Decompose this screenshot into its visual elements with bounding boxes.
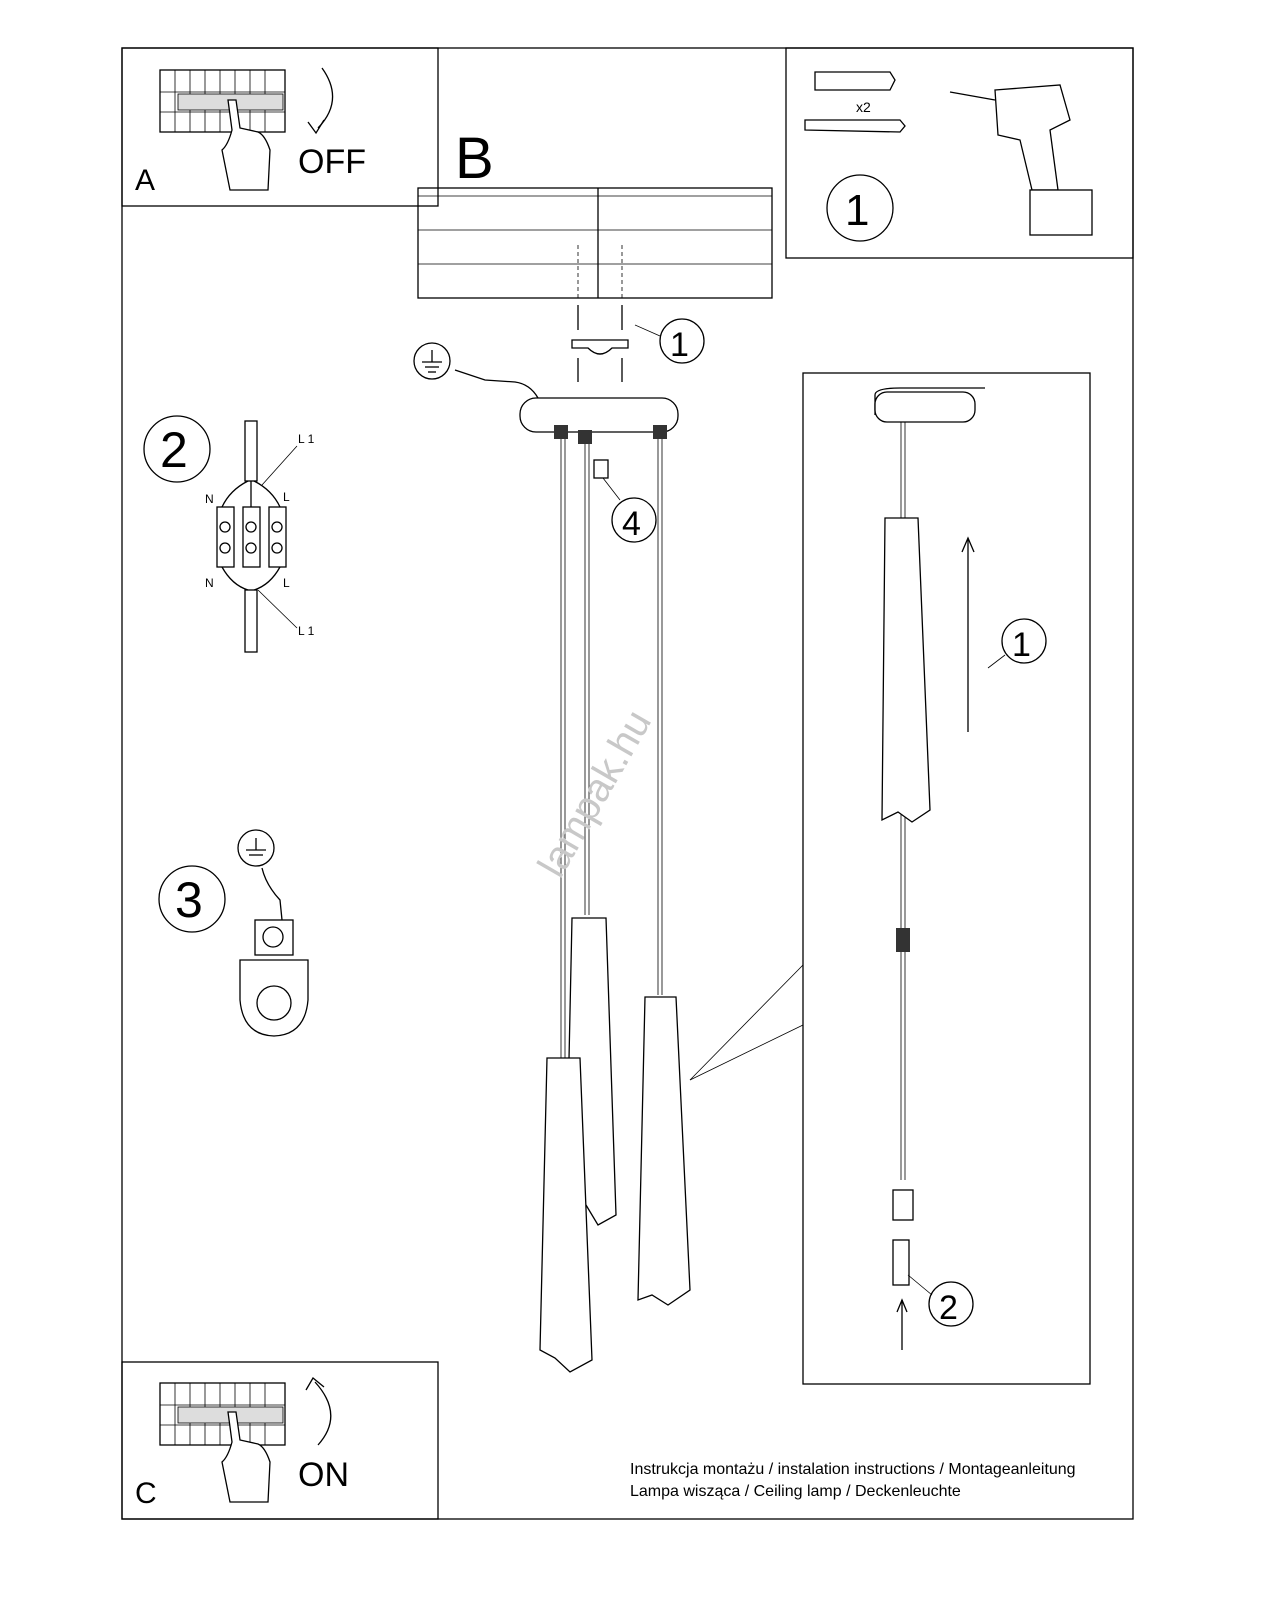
detail-inset: 1 2 [802,372,1091,1385]
footer-title: Instrukcja montażu / instalation instruc… [630,1461,1076,1478]
screw-4 [593,459,609,479]
hand-icon [221,1411,271,1503]
canopy: 4 [519,397,679,543]
label-l1-bottom: L 1 [298,624,315,638]
panel-tools: x2 1 [785,47,1134,259]
on-label: ON [298,1456,349,1494]
hand-icon [221,99,271,191]
quantity-label: x2 [856,99,871,115]
step-bracket-number: 1 [670,326,689,364]
label-n-bottom: N [205,576,214,590]
ground-icon [413,342,451,380]
arrow-up-icon [314,1381,332,1446]
cable-connector [896,928,910,952]
screw-icon [804,119,906,133]
step-screw-number: 4 [622,505,641,543]
drill-icon [949,84,1093,236]
socket-top [892,1189,914,1221]
ceiling-block [417,187,773,300]
panel-c-label: C [135,1477,157,1510]
bulb [892,1239,910,1286]
step-slide-number: 1 [1012,626,1031,664]
wiring-diagram: 2 L 1 L 1 N N L L [143,415,315,653]
breaker-panel-icon [159,1382,286,1446]
panel-a-power-off: OFF A [121,47,439,207]
ground-wire [413,342,539,399]
off-label: OFF [298,143,366,181]
step-1-circle [826,174,894,242]
lamp-shade-left [539,1057,593,1373]
watermark: lampak.hu [530,703,660,885]
panel-b-label: B [455,126,494,191]
step-connect-number: 2 [939,1289,958,1327]
label-l-bottom: L [283,576,290,590]
ground-symbol-icon [237,829,275,867]
lamp-shade-right [637,996,691,1306]
outer-frame [121,47,1134,1520]
mounting-bracket: 1 [571,305,705,382]
label-n-top: N [205,492,214,506]
footer-subtitle: Lampa wisząca / Ceiling lamp / Deckenleu… [630,1483,961,1500]
panel-c-power-on: ON C [121,1361,439,1520]
arrow-down-icon [317,67,334,129]
step-1-number: 1 [845,186,869,235]
breaker-panel-icon [159,69,286,133]
detail-shade [881,517,931,823]
ground-connection: 3 [158,829,309,1037]
step-3-number: 3 [175,872,203,928]
pendant-lamps [539,439,804,1373]
panel-a-label: A [135,164,155,197]
step-2-number: 2 [160,422,188,478]
label-l1-top: L 1 [298,432,315,446]
wall-plug-icon [814,71,896,91]
ground-bracket [239,959,309,1037]
label-l-top: L [283,490,290,504]
